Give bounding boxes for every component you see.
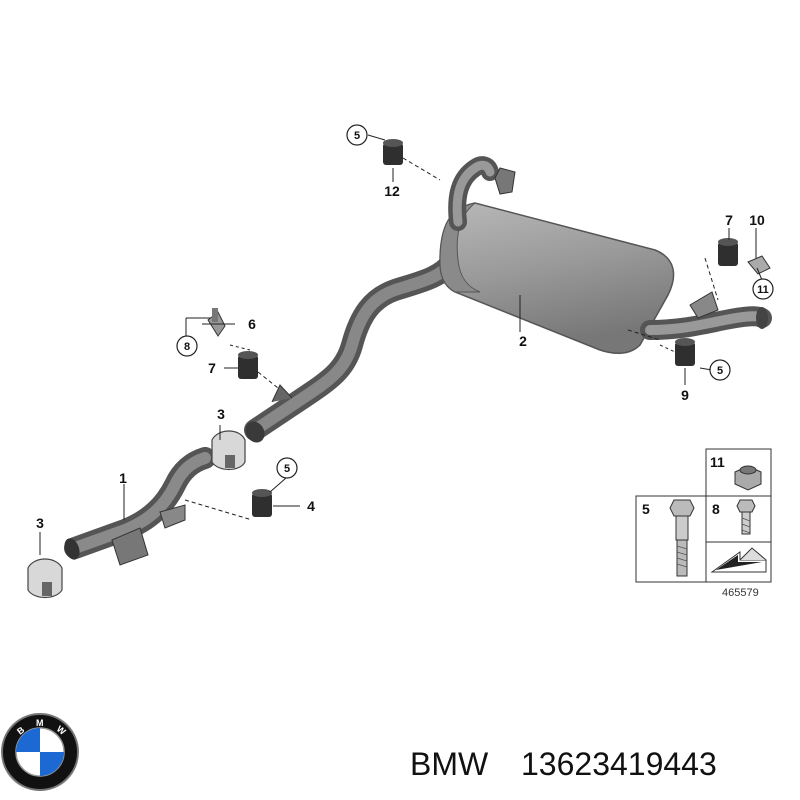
- rubber-mount-4: [252, 489, 272, 517]
- diagram-reference-number: 465579: [722, 587, 759, 599]
- long-bolt-icon: [669, 499, 695, 577]
- label-3-upper: 3: [217, 406, 225, 422]
- rear-muffler: [439, 156, 772, 355]
- clamp-lower: [27, 558, 63, 599]
- logo-letter-m: M: [36, 718, 44, 728]
- fastener-legend: 11 5 8 465579: [635, 448, 772, 599]
- bracket-10: [747, 255, 771, 275]
- brand-name: BMW: [410, 746, 489, 782]
- bracket-6: [207, 308, 226, 337]
- callout-circles: [176, 124, 774, 479]
- front-pipe: [64, 447, 216, 566]
- label-5-mid: 5: [284, 463, 290, 475]
- label-7-left: 7: [208, 360, 216, 376]
- label-9: 9: [681, 387, 689, 403]
- part-number: 13623419443: [521, 746, 717, 782]
- clamp-upper: [211, 430, 246, 471]
- label-10: 10: [749, 212, 765, 228]
- legend-label-11: 11: [710, 454, 725, 470]
- direction-arrow-icon: [710, 547, 767, 573]
- label-1: 1: [119, 470, 127, 486]
- label-2: 2: [519, 333, 527, 349]
- bmw-logo: B M W: [1, 713, 79, 791]
- short-bolt-icon: [736, 499, 756, 535]
- nut-icon: [734, 465, 762, 491]
- label-8: 8: [184, 341, 190, 353]
- label-12: 12: [384, 183, 400, 199]
- logo-letter-b: B: [15, 724, 27, 736]
- label-4: 4: [307, 498, 315, 514]
- leader-lines: [39, 134, 763, 555]
- intermediate-pipe: [244, 251, 463, 443]
- label-3-lower: 3: [36, 515, 44, 531]
- legend-label-5: 5: [642, 501, 650, 517]
- label-5-right: 5: [717, 365, 723, 377]
- rubber-mount-7-left: [238, 351, 258, 379]
- label-5-top: 5: [354, 130, 360, 142]
- rubber-mount-7-right: [718, 238, 738, 266]
- rubber-mount-12: [383, 139, 403, 165]
- label-6: 6: [248, 316, 256, 332]
- rubber-mount-9: [675, 338, 695, 366]
- legend-label-8: 8: [712, 501, 720, 517]
- label-11: 11: [757, 284, 769, 296]
- label-7-right: 7: [725, 212, 733, 228]
